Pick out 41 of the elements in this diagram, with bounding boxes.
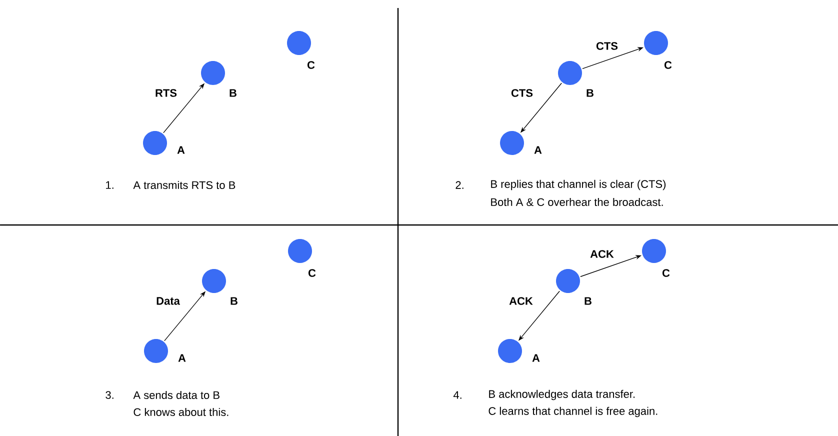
edge-label: Data xyxy=(155,296,181,306)
station-dot xyxy=(642,238,666,263)
step-caption: C learns that channel is free again. xyxy=(488,406,658,418)
step-number: 2. xyxy=(456,181,464,189)
station-dot xyxy=(144,338,168,363)
edge-label: ACK xyxy=(508,296,534,306)
station-label: A xyxy=(534,146,542,154)
step-caption: A sends data to B xyxy=(133,390,220,400)
step-caption: Both A & C overhear the broadcast. xyxy=(491,198,663,206)
step-number: 3. xyxy=(106,391,114,399)
station-label: A xyxy=(532,354,540,362)
station-label: C xyxy=(308,61,315,69)
edge-label: RTS xyxy=(154,88,178,98)
station-dot xyxy=(556,269,580,293)
edge-label: CTS xyxy=(510,88,534,98)
station-dot xyxy=(201,61,225,85)
step-caption: C knows about this. xyxy=(134,408,228,416)
station-dot xyxy=(558,61,582,85)
station-label: B xyxy=(586,89,594,97)
station-dot xyxy=(202,269,226,293)
station-label: B xyxy=(584,297,592,305)
station-dot xyxy=(500,131,524,155)
edge-label: CTS xyxy=(595,41,619,51)
station-label: C xyxy=(308,269,316,277)
station-label: C xyxy=(664,61,672,69)
station-dot xyxy=(288,238,312,263)
station-label: A xyxy=(178,354,186,362)
station-dot xyxy=(287,31,311,55)
station-dot xyxy=(644,31,668,55)
step-caption: A transmits RTS to B xyxy=(133,180,236,190)
station-dot xyxy=(498,338,522,363)
step-caption: B replies that channel is clear (CTS) xyxy=(491,180,666,190)
station-label: A xyxy=(177,146,185,154)
station-dot xyxy=(143,131,167,155)
step-number: 1. xyxy=(106,181,114,189)
edge-label: ACK xyxy=(589,249,615,259)
station-label: B xyxy=(230,297,238,305)
step-caption: B acknowledges data transfer. xyxy=(489,390,635,400)
station-label: B xyxy=(230,89,236,97)
station-label: C xyxy=(662,269,670,277)
step-number: 4. xyxy=(453,391,462,399)
